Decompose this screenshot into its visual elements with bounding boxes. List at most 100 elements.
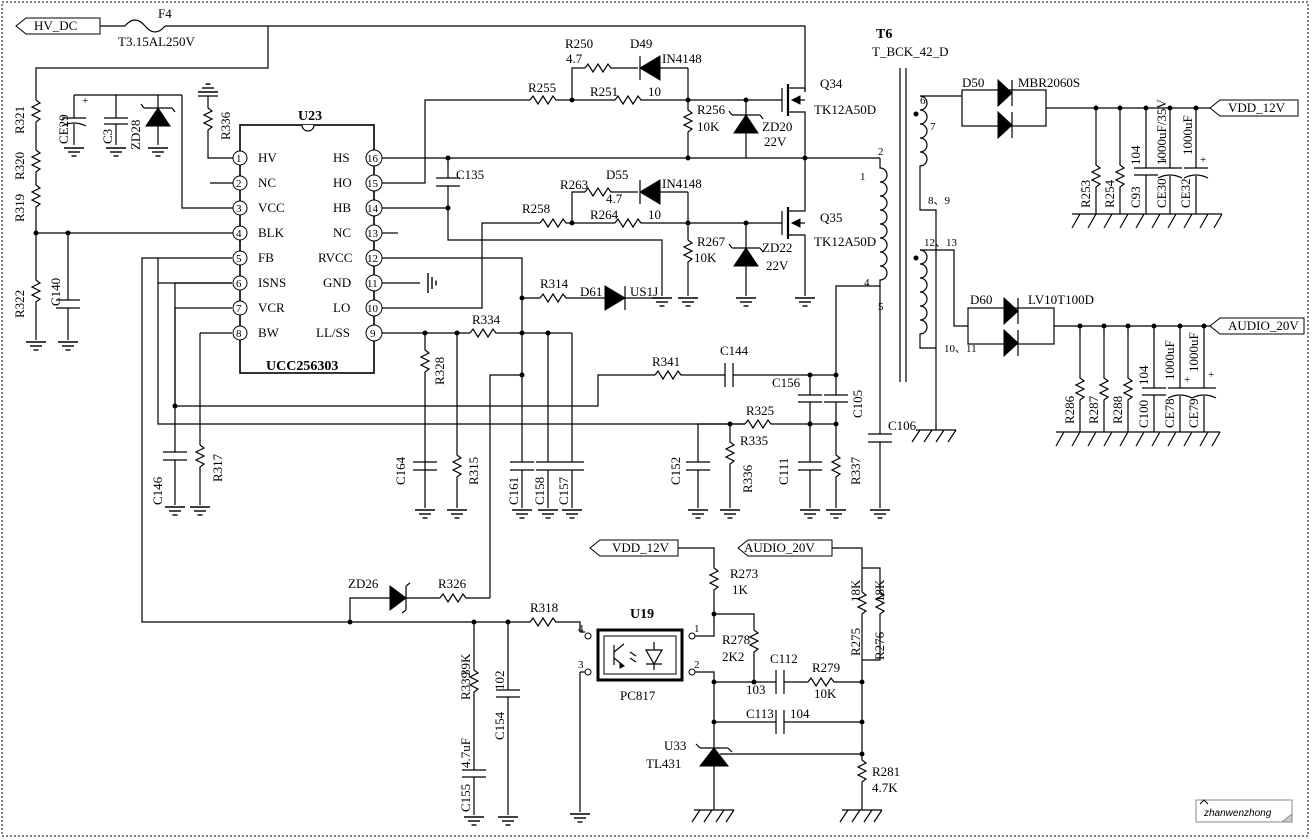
svg-text:BLK: BLK: [258, 225, 285, 240]
svg-text:R281: R281: [872, 764, 900, 779]
svg-text:4.7: 4.7: [566, 51, 583, 66]
capacitor-c140: C140: [48, 233, 80, 351]
svg-text:4.7K: 4.7K: [872, 780, 898, 795]
capacitor-c93: C93 104: [1128, 108, 1158, 214]
watermark-badge: zhanwenzhong: [1195, 799, 1293, 823]
svg-text:4: 4: [236, 228, 242, 240]
svg-text:D61: D61: [580, 284, 602, 299]
resistor-r276: R276 18K: [862, 579, 887, 661]
svg-text:C157: C157: [556, 476, 571, 505]
svg-text:10K: 10K: [694, 250, 717, 265]
resistor-r250: R250 4.7: [565, 36, 638, 74]
svg-text:FB: FB: [258, 250, 274, 265]
resistor-r341: R341: [652, 354, 725, 381]
svg-text:+: +: [1200, 154, 1206, 166]
diode-d49: D49 IN4148: [630, 36, 702, 81]
svg-text:HV: HV: [258, 150, 277, 165]
svg-text:TK12A50D: TK12A50D: [814, 234, 876, 249]
svg-text:4: 4: [864, 277, 870, 289]
resistor-r251: R251 10: [590, 84, 688, 106]
capacitor-ce32: + CE32 1000uF: [1178, 108, 1209, 214]
zener-zd20: ZD20 22V: [728, 100, 792, 158]
svg-text:R335: R335: [740, 433, 768, 448]
svg-text:R328: R328: [432, 357, 447, 385]
capacitor-c158: C158: [532, 477, 559, 519]
resistor-r264: R264 10: [590, 207, 688, 229]
svg-text:NC: NC: [333, 225, 351, 240]
svg-text:11: 11: [367, 278, 378, 290]
svg-text:R275: R275: [848, 628, 863, 656]
resistor-r286: R286: [1062, 326, 1086, 432]
resistor-r335: R335 R336: [719, 424, 768, 519]
resistor-r315: R315: [446, 333, 481, 519]
u23-pin-9: 9LL/SS: [316, 324, 383, 342]
svg-text:+: +: [1160, 154, 1166, 166]
svg-text:15: 15: [367, 178, 379, 190]
svg-text:4.7: 4.7: [606, 191, 623, 206]
svg-text:R258: R258: [522, 201, 550, 216]
svg-text:R314: R314: [540, 276, 569, 291]
svg-text:C146: C146: [150, 476, 165, 505]
svg-text:18K: 18K: [872, 579, 887, 602]
vdd-12v-feedback-net-flag: VDD_12V: [589, 539, 679, 557]
zener-zd22: ZD22 22V: [728, 223, 792, 307]
svg-text:10: 10: [648, 84, 661, 99]
svg-text:7: 7: [930, 121, 936, 133]
svg-text:6: 6: [236, 278, 242, 290]
svg-text:C100: C100: [1136, 400, 1151, 428]
svg-text:U19: U19: [630, 607, 654, 622]
svg-text:8: 8: [236, 328, 242, 340]
svg-text:16: 16: [367, 153, 379, 165]
capacitor-c3: C3: [100, 95, 128, 157]
svg-text:CE78: CE78: [1162, 398, 1177, 428]
resistor-r278: R278 2K2: [722, 629, 760, 682]
svg-text:10: 10: [648, 207, 661, 222]
svg-text:T_BCK_42_D: T_BCK_42_D: [872, 44, 949, 59]
svg-text:C155: C155: [458, 784, 473, 812]
resistor-r320: R320: [12, 149, 42, 185]
resistor-r322: R322: [12, 233, 47, 351]
svg-text:C3: C3: [100, 129, 115, 144]
svg-text:C154: C154: [492, 711, 507, 740]
resistor-r281: R281 4.7K: [839, 682, 900, 823]
svg-text:7: 7: [236, 303, 242, 315]
capacitor-ce79: + CE79 1000uF: [1186, 326, 1217, 432]
svg-text:2: 2: [236, 178, 242, 190]
svg-text:GND: GND: [323, 275, 351, 290]
audio-20v-feedback-net-flag: AUDIO_20V: [737, 539, 833, 557]
svg-text:AUDIO_20V: AUDIO_20V: [744, 540, 815, 555]
capacitor-c155: C155 4.7uF: [458, 738, 486, 826]
hv-dc-net-flag: HV_DC: [15, 17, 101, 35]
svg-text:U23: U23: [298, 109, 322, 124]
svg-text:R288: R288: [1110, 396, 1125, 424]
zener-zd26: ZD26: [348, 576, 440, 622]
capacitor-c106: C106: [868, 286, 917, 519]
capacitor-c113: C113 104: [746, 706, 862, 734]
svg-text:R255: R255: [528, 80, 556, 95]
svg-text:C161: C161: [506, 477, 521, 505]
svg-text:R336: R336: [218, 111, 233, 140]
svg-text:104: 104: [790, 706, 810, 721]
svg-text:10、11: 10、11: [944, 343, 977, 355]
mosfet-q34: Q34 TK12A50D: [781, 76, 876, 158]
svg-text:U33: U33: [664, 738, 686, 753]
svg-text:3: 3: [578, 659, 584, 671]
svg-text:HB: HB: [333, 200, 351, 215]
capacitor-c154: C154 102: [492, 622, 520, 826]
svg-text:ZD28: ZD28: [128, 120, 143, 150]
svg-text:C140: C140: [48, 278, 63, 306]
svg-text:R267: R267: [697, 234, 726, 249]
resistor-r326: R326: [438, 576, 490, 604]
resistor-r337: R337: [825, 424, 863, 519]
svg-text:+: +: [1208, 369, 1214, 381]
resistor-r254: R254: [1102, 108, 1126, 214]
diode-d50: D50 MBR2060S: [960, 75, 1080, 140]
capacitor-ce30: + CE30 1000uF/35V: [1154, 99, 1183, 214]
capacitor-c105: C105: [824, 375, 865, 424]
